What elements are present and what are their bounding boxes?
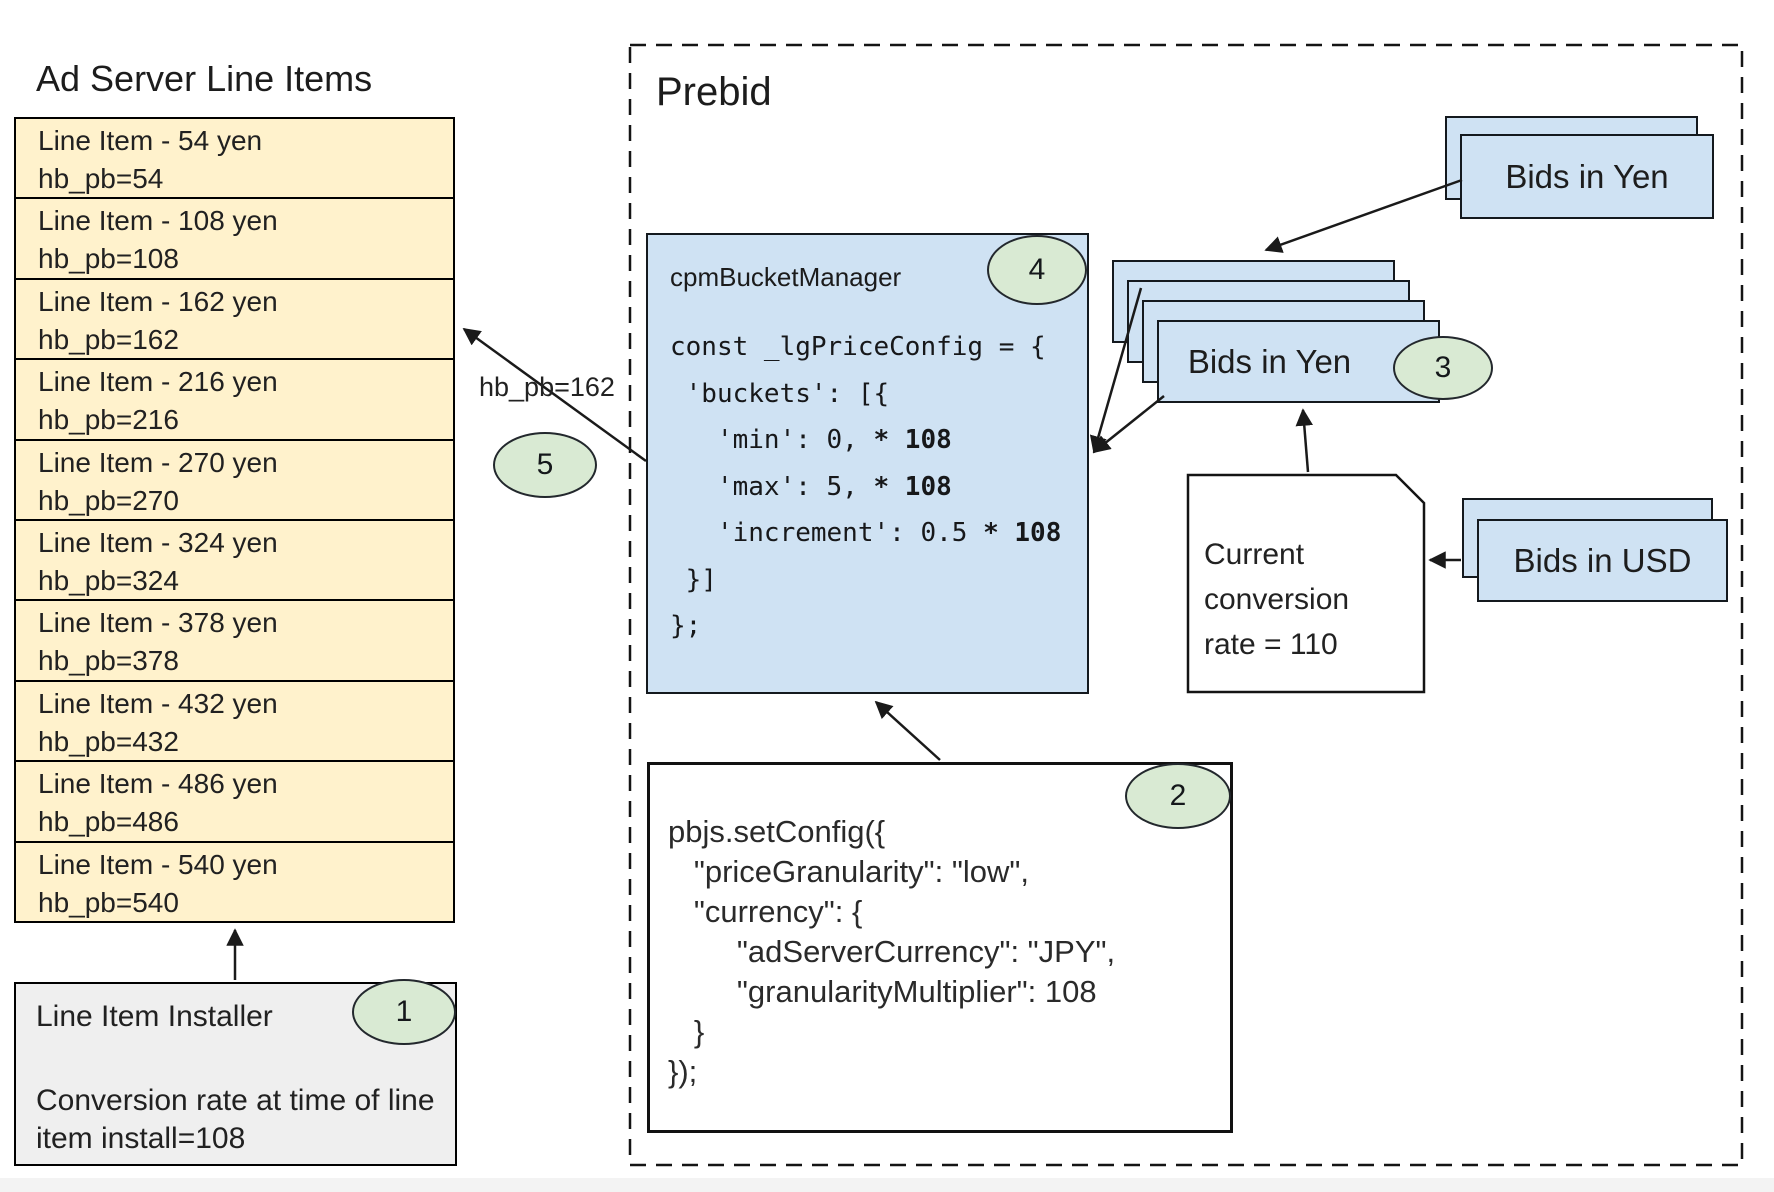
arrow-stack-to-bucket-2 — [1092, 395, 1165, 454]
cpm-code-line: }; — [670, 611, 702, 641]
line-item-hb-pb: hb_pb=54 — [38, 163, 164, 194]
bids-in-yen-top-label: Bids in Yen — [1505, 157, 1669, 195]
line-item-row: Line Item - 486 yen hb_pb=486 — [16, 760, 453, 840]
step-badge-1: 1 — [352, 979, 456, 1045]
arrow-note-to-stack — [1295, 408, 1313, 473]
conversion-note-text: Current conversion rate = 110 — [1204, 538, 1350, 661]
line-item-hb-pb: hb_pb=378 — [38, 645, 179, 677]
cpm-code-line: }] — [670, 564, 717, 595]
cpm-code-line: 'max': 5, * 108 — [670, 471, 952, 502]
line-item-name: Line Item - 432 yen — [38, 687, 278, 719]
step-badge-4: 4 — [987, 235, 1087, 305]
line-item-name: Line Item - 378 yen — [38, 607, 278, 639]
pbjs-code-line: }); — [668, 1054, 698, 1089]
pbjs-code-line: "priceGranularity": "low", — [668, 854, 1030, 889]
line-item-name: Line Item - 324 yen — [38, 527, 278, 559]
step-badge-3: 3 — [1393, 336, 1493, 400]
line-item-name: Line Item - 270 yen — [38, 446, 278, 478]
step-badge-5: 5 — [493, 432, 597, 498]
installer-title: Line Item Installer — [36, 1000, 273, 1033]
line-item-hb-pb: hb_pb=540 — [38, 886, 179, 918]
line-item-name: Line Item - 486 yen — [38, 768, 278, 800]
bids-in-usd-label: Bids in USD — [1513, 541, 1692, 579]
line-item-hb-pb: hb_pb=162 — [38, 323, 179, 355]
line-item-name: Line Item - 54 yen — [38, 125, 263, 156]
line-item-row: Line Item - 270 yen hb_pb=270 — [16, 438, 453, 519]
line-item-hb-pb: hb_pb=432 — [38, 725, 179, 757]
line-item-row: Line Item - 216 yen hb_pb=216 — [16, 358, 453, 438]
cpm-code-line: 'increment': 0.5 * 108 — [670, 518, 1062, 548]
arrow-yen-top-to-stack — [1264, 178, 1463, 253]
pbjs-code-line: "currency": { — [668, 894, 863, 929]
pbjs-setconfig-code: pbjs.setConfig({ "priceGranularity": "lo… — [668, 812, 1115, 1092]
arrow-setconfig-to-bucket — [874, 700, 941, 761]
pbjs-code-line: "granularityMultiplier": 108 — [668, 974, 1097, 1009]
line-item-name: Line Item - 162 yen — [38, 285, 278, 317]
step-badge-2: 2 — [1125, 763, 1231, 829]
line-item-hb-pb: hb_pb=324 — [38, 565, 179, 597]
line-item-row: Line Item - 378 yen hb_pb=378 — [16, 599, 453, 679]
installer-note: Conversion rate at time of line item ins… — [36, 1084, 435, 1155]
line-item-row: Line Item - 540 yen hb_pb=540 — [16, 840, 453, 921]
line-item-hb-pb: hb_pb=216 — [38, 404, 179, 436]
line-item-row: Line Item - 162 yen hb_pb=162 — [16, 277, 453, 358]
line-item-row: Line Item - 108 yen hb_pb=108 — [16, 197, 453, 277]
line-item-hb-pb: hb_pb=270 — [38, 484, 179, 516]
pbjs-code-line: "adServerCurrency": "JPY", — [668, 934, 1116, 969]
cpm-code-line: 'buckets': [{ — [670, 378, 890, 409]
bids-in-yen-top-card: Bids in Yen — [1460, 134, 1714, 219]
line-item-row: Line Item - 54 yen hb_pb=54 — [16, 119, 453, 197]
line-item-name: Line Item - 540 yen — [38, 848, 278, 880]
line-item-hb-pb: hb_pb=486 — [38, 806, 179, 838]
line-item-name: Line Item - 216 yen — [38, 366, 278, 398]
ad-server-title: Ad Server Line Items — [36, 58, 373, 99]
cpm-bucket-manager-code: const _lgPriceConfig = { 'buckets': [{ '… — [670, 324, 1061, 650]
bids-in-usd-card: Bids in USD — [1477, 519, 1728, 602]
hb-pb-arrow-label: hb_pb=162 — [479, 372, 615, 402]
line-item-row: Line Item - 432 yen hb_pb=432 — [16, 679, 453, 760]
line-item-hb-pb: hb_pb=108 — [38, 243, 179, 275]
cpm-code-line: const _lgPriceConfig = { — [670, 332, 1046, 362]
cpm-code-line: 'min': 0, * 108 — [670, 425, 952, 455]
pbjs-code-line: } — [668, 1014, 705, 1049]
bottom-strip — [0, 1178, 1774, 1192]
prebid-title: Prebid — [656, 70, 772, 114]
pbjs-code-line: pbjs.setConfig({ — [668, 814, 886, 849]
line-item-row: Line Item - 324 yen hb_pb=324 — [16, 519, 453, 599]
cpm-bucket-manager-title: cpmBucketManager — [670, 262, 902, 292]
line-item-name: Line Item - 108 yen — [38, 205, 278, 237]
